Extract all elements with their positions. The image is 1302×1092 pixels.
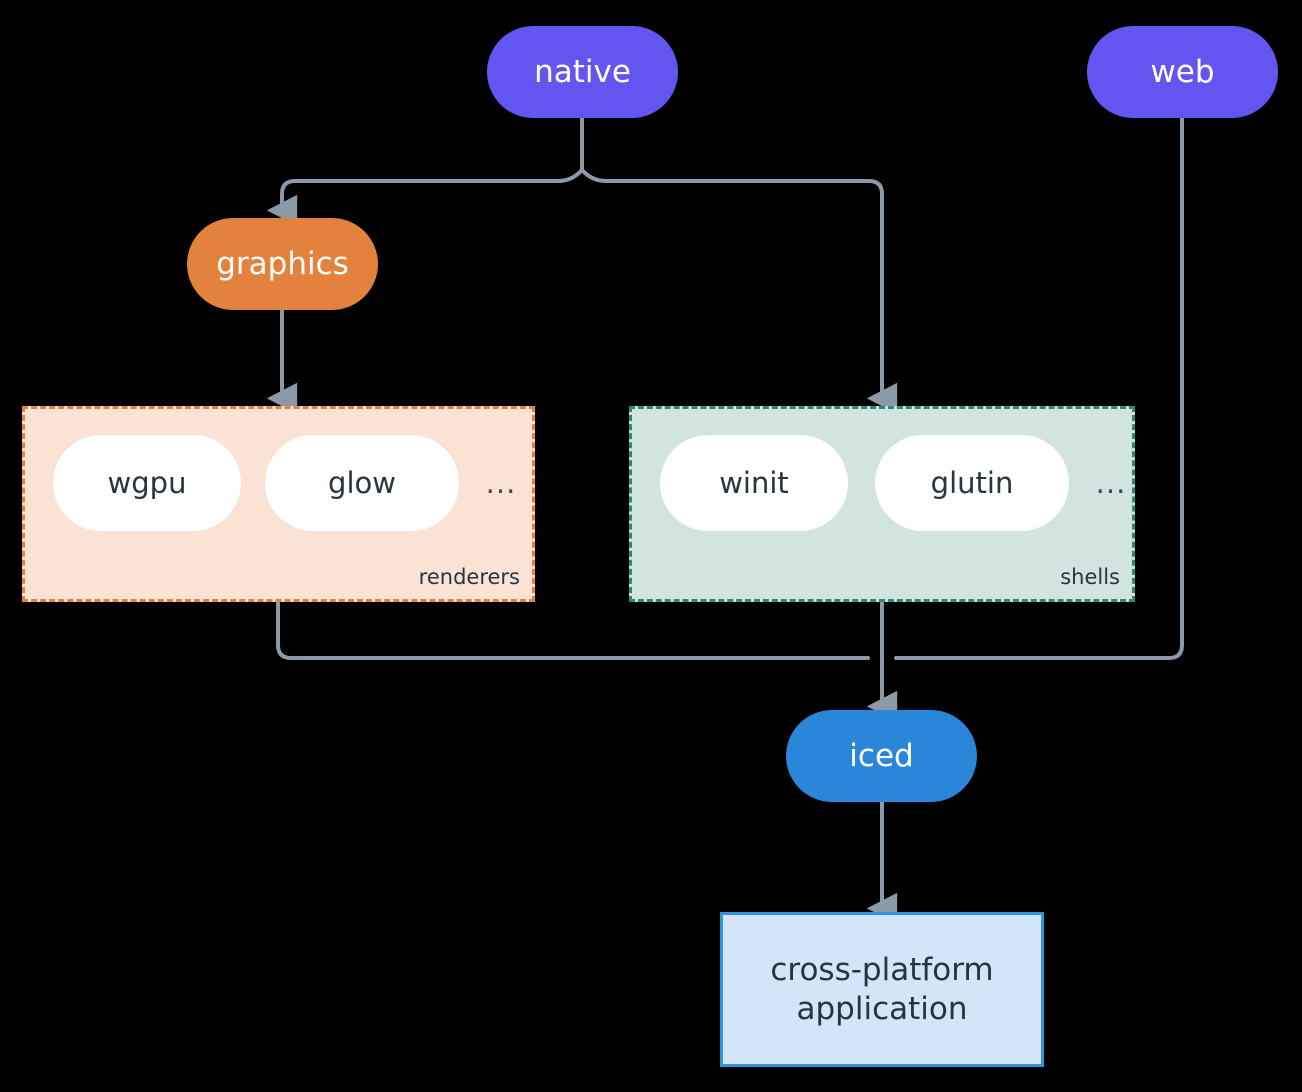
group-renderers-label: renderers xyxy=(418,565,520,589)
renderers-overflow-ellipsis: ... xyxy=(485,466,517,500)
shell-item-glutin[interactable]: glutin xyxy=(875,435,1069,531)
node-application-label-line1: cross-platform xyxy=(770,951,994,988)
node-application[interactable]: cross-platform application xyxy=(720,912,1044,1067)
renderer-item-glow[interactable]: glow xyxy=(265,435,459,531)
renderer-item-wgpu-label: wgpu xyxy=(107,466,187,500)
node-graphics-label: graphics xyxy=(216,245,349,282)
renderer-item-glow-label: glow xyxy=(328,466,396,500)
node-application-label-line2: application xyxy=(796,990,968,1027)
shells-overflow-ellipsis: ... xyxy=(1095,466,1127,500)
node-web-label: web xyxy=(1150,53,1215,90)
group-shells-label: shells xyxy=(1060,565,1120,589)
shell-item-glutin-label: glutin xyxy=(930,466,1014,500)
node-native-label: native xyxy=(534,53,631,90)
edge-renderers-to-iced xyxy=(276,600,870,660)
shell-item-winit[interactable]: winit xyxy=(660,435,848,531)
shell-item-winit-label: winit xyxy=(719,466,789,500)
group-renderers: wgpu glow ... renderers xyxy=(22,406,535,602)
edge-native-to-shells xyxy=(580,168,898,415)
group-shells: winit glutin ... shells xyxy=(629,406,1135,602)
node-iced-label: iced xyxy=(849,737,914,774)
node-graphics[interactable]: graphics xyxy=(187,218,378,310)
node-iced[interactable]: iced xyxy=(786,710,977,802)
edge-native-to-graphics xyxy=(266,168,584,227)
node-native[interactable]: native xyxy=(487,26,678,118)
node-web[interactable]: web xyxy=(1087,26,1278,118)
renderer-item-wgpu[interactable]: wgpu xyxy=(53,435,241,531)
